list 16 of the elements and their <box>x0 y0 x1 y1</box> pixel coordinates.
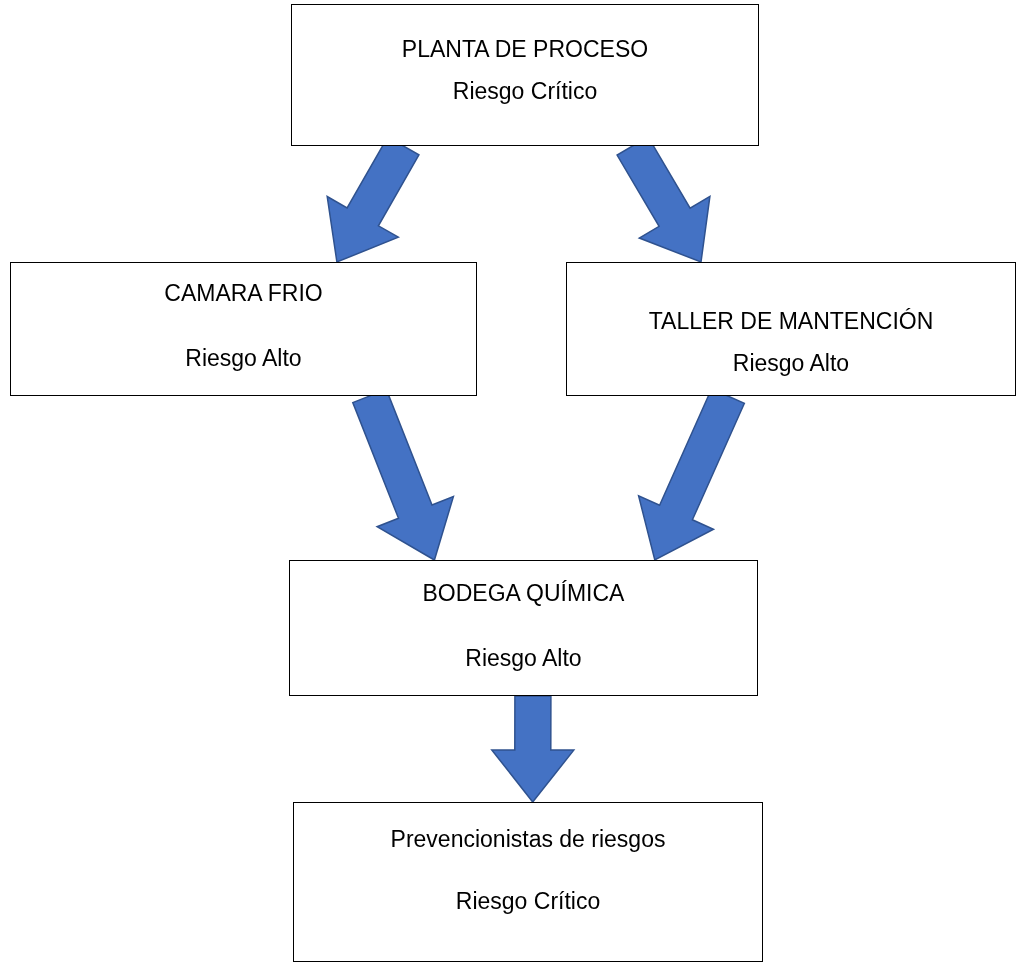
box-title: Prevencionistas de riesgos <box>390 825 666 853</box>
box-title: CAMARA FRIO <box>164 279 323 307</box>
process-box <box>289 560 758 696</box>
risk-level-text: Riesgo Crítico <box>455 887 601 915</box>
risk-level-text: Riesgo Crítico <box>452 77 598 105</box>
risk-level-text: Riesgo Alto <box>732 349 850 377</box>
process-box <box>10 262 477 396</box>
process-box <box>566 262 1016 396</box>
box-title: PLANTA DE PROCESO <box>401 35 649 63</box>
block-arrow <box>490 695 576 804</box>
risk-level-text: Riesgo Alto <box>465 644 582 672</box>
risk-level-text: Riesgo Alto <box>185 344 302 372</box>
box-title: BODEGA QUÍMICA <box>422 579 625 607</box>
process-box <box>291 4 759 146</box>
process-box <box>293 802 763 962</box>
box-title: TALLER DE MANTENCIÓN <box>648 307 934 335</box>
